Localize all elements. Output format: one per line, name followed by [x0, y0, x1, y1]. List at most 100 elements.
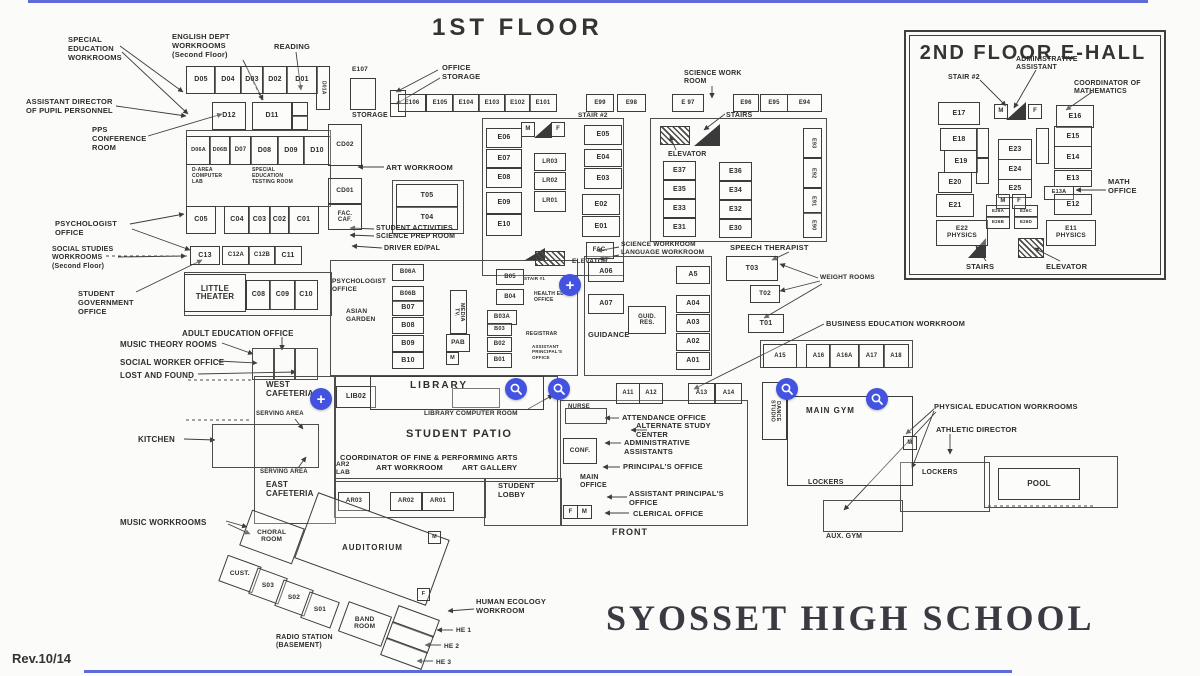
- room-label: E02: [594, 200, 608, 208]
- room-label: E36: [728, 167, 743, 175]
- room-e93: E93: [803, 128, 822, 158]
- room-label: E104: [458, 99, 474, 106]
- room-a07: A07: [588, 294, 624, 314]
- map-label-pps-conference-room: PPS CONFERENCE ROOM: [92, 125, 147, 152]
- room-label: POOL: [1027, 478, 1051, 488]
- room-label: FAC. CAF.: [337, 210, 353, 223]
- room-label: D01: [295, 76, 309, 84]
- room-d06a: D06A: [186, 136, 211, 165]
- room-label: E18: [952, 135, 966, 143]
- room-label: E22 PHYSICS: [947, 225, 977, 239]
- room-e104: E104: [452, 94, 480, 112]
- leader-arrow: [131, 228, 191, 251]
- room-label: E103: [484, 99, 500, 106]
- room-label: M: [907, 439, 913, 446]
- room-d07: D07: [229, 136, 252, 165]
- map-marker-zoom-button[interactable]: [866, 388, 888, 410]
- leader-arrow: [129, 212, 185, 225]
- room-a12: A12: [639, 383, 663, 404]
- map-label-elevator: ELEVATOR: [1046, 262, 1088, 271]
- room-label: E26B: [991, 219, 1005, 225]
- room-label: T02: [759, 289, 771, 297]
- room-label: C03: [252, 216, 267, 224]
- map-label-psychologist-office: PSYCHOLOGIST OFFICE: [332, 278, 387, 293]
- room-e105: E105: [426, 94, 454, 112]
- leader-arrow: [115, 105, 187, 118]
- room-lib02: LIB02: [336, 386, 376, 408]
- map-label-d-area-computer-lab: D-AREA COMPUTER LAB: [192, 167, 223, 185]
- room-label: E102: [510, 99, 525, 106]
- map-marker-zoom-button[interactable]: [548, 378, 570, 400]
- room-label: LR03: [542, 158, 558, 165]
- structure-outline: [584, 256, 712, 376]
- map-label-assistant-director-of-pupil-pe: ASSISTANT DIRECTOR OF PUPIL PERSONNEL: [26, 97, 113, 115]
- room-a03: A03: [676, 314, 710, 332]
- room-label: CUST.: [230, 569, 250, 577]
- room-e08: E08: [486, 168, 522, 188]
- room-e90: E90: [803, 212, 822, 238]
- room-label: E21: [948, 201, 962, 209]
- map-label-math-office: MATH OFFICE: [1108, 177, 1137, 195]
- map-label-human-ecology-workroom: HUMAN ECOLOGY WORKROOM: [476, 597, 547, 615]
- room-e26d: E26D: [1014, 216, 1038, 229]
- room-label: M: [432, 533, 437, 540]
- room-label: E10: [497, 221, 511, 229]
- leader-arrow: [117, 253, 187, 259]
- map-label-principal-s-office: PRINCIPAL'S OFFICE: [623, 462, 703, 471]
- room-label: MEDIA TV.: [453, 302, 466, 322]
- map-label-asian-garden: ASIAN GARDEN: [346, 308, 376, 323]
- room-media-tv: MEDIA TV.: [450, 290, 467, 334]
- room-label: E95: [768, 99, 780, 106]
- magnifier-icon: [510, 383, 522, 395]
- room-e94: E94: [787, 94, 822, 112]
- structure-outline: [334, 478, 486, 518]
- room-label: E13A: [1051, 189, 1067, 196]
- room-e25: E25: [998, 179, 1032, 198]
- room-label: E07: [497, 154, 511, 162]
- room-label: LIB02: [345, 393, 367, 401]
- map-label-social-worker-office: SOCIAL WORKER OFFICE: [120, 358, 225, 367]
- room-c12a: C12A: [222, 246, 250, 265]
- room-label: T05: [420, 192, 434, 200]
- room-d02: D02: [262, 66, 288, 94]
- map-label-coordinator-of-fine-performing: COORDINATOR OF FINE & PERFORMING ARTS: [340, 453, 518, 462]
- map-label-stair-1: STAIR #1: [524, 276, 546, 281]
- room-t01: T01: [748, 314, 784, 333]
- room-b05: B05: [496, 269, 524, 285]
- room-label: AR02: [397, 498, 415, 505]
- structure-outline: [484, 478, 562, 526]
- room-label: B05: [504, 273, 516, 280]
- room-b03a: B03A: [487, 310, 517, 325]
- room-label: E30: [728, 224, 743, 232]
- room-e15: E15: [1054, 126, 1092, 147]
- room-d05: D05: [186, 66, 216, 94]
- room-label: E08: [497, 174, 511, 182]
- map-marker-plus-button[interactable]: +: [559, 274, 581, 296]
- room-a16a: A16A: [829, 344, 860, 368]
- room-label: E105: [432, 99, 448, 106]
- room-e95: E95: [760, 94, 788, 112]
- room-c02: C02: [269, 206, 290, 234]
- room-label: E92: [810, 167, 817, 179]
- room-a16: A16: [806, 344, 831, 368]
- room-e26b: E26B: [986, 216, 1010, 229]
- room-label: A13: [695, 390, 708, 397]
- room-label: FAC.: [592, 247, 608, 254]
- map-label-student-lobby: STUDENT LOBBY: [498, 481, 535, 499]
- map-marker-zoom-button[interactable]: [776, 378, 798, 400]
- room-e04: E04: [584, 149, 622, 167]
- room-a5: A5: [676, 266, 710, 284]
- room-e07: E07: [486, 149, 522, 168]
- map-marker-zoom-button[interactable]: [505, 378, 527, 400]
- room-label: E03: [596, 174, 610, 182]
- map-label-administrative-assistants: ADMINISTRATIVE ASSISTANTS: [624, 438, 690, 456]
- map-label-kitchen: KITCHEN: [138, 435, 175, 444]
- map-label-east-cafeteria: EAST CAFETERIA: [266, 480, 314, 499]
- room-label: A17: [865, 352, 878, 359]
- room-d03: D03: [240, 66, 264, 94]
- room-label: F: [1017, 198, 1021, 205]
- map-marker-plus-button[interactable]: +: [310, 388, 332, 410]
- room-label: E99: [594, 99, 606, 106]
- map-label-west-cafeteria: WEST CAFETERIA: [266, 380, 314, 399]
- room-m: M: [521, 122, 535, 137]
